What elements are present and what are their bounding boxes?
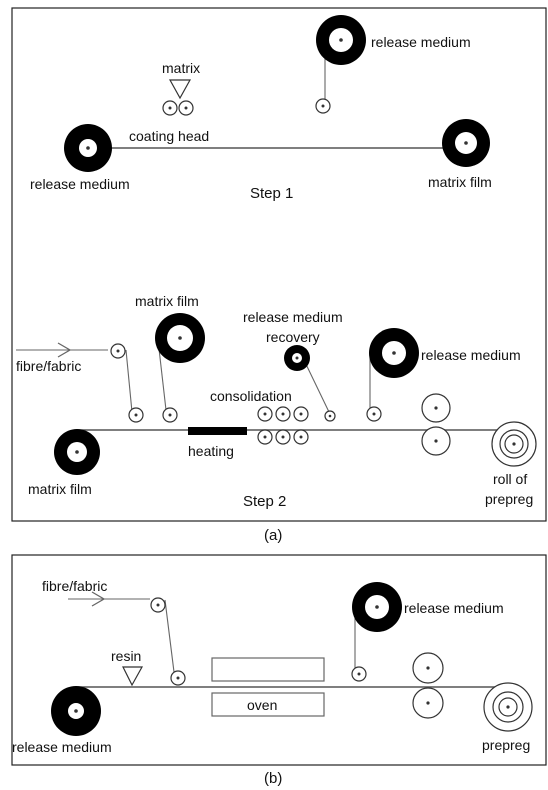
consolidation-rollers: [257, 406, 309, 445]
label-release-medium-top: release medium: [371, 34, 471, 50]
b-release-medium-roll-top: [352, 582, 402, 632]
step2-fibre-nip-roller: [128, 407, 144, 423]
b-prepreg-roll: [483, 682, 533, 732]
step1-guide-roller: [315, 98, 331, 114]
matrix-hopper-icon: [168, 79, 192, 100]
b-fibre-guide-roller: [150, 597, 166, 613]
label-matrix-film-bottom: matrix film: [28, 481, 92, 497]
step1-release-medium-roll-top: [316, 15, 366, 65]
label-prepreg-a: prepreg: [485, 491, 533, 507]
b-release-guide-roller: [351, 666, 367, 682]
oven-top: [211, 657, 325, 682]
label-matrix-film-top: matrix film: [135, 293, 199, 309]
step2-matrix-film-roll-bottom: [54, 429, 100, 475]
label-release-medium-b-top: release medium: [404, 600, 504, 616]
label-release-medium-step2: release medium: [421, 347, 521, 363]
panel-b-frame: [11, 554, 547, 766]
label-release-medium-recovery-1: release medium: [243, 309, 343, 325]
coating-head: [162, 79, 194, 116]
label-step1: Step 1: [250, 185, 293, 202]
label-consolidation: consolidation: [210, 388, 292, 404]
b-fibre-nip-roller: [170, 670, 186, 686]
step2-release-guide-roller: [366, 406, 382, 422]
b-fibre-drop-line: [164, 599, 175, 673]
label-resin: resin: [111, 648, 141, 664]
b-release-medium-roll-bottom: [51, 686, 101, 736]
fibre-drop-line: [125, 349, 133, 413]
caption-b: (b): [264, 770, 282, 787]
label-prepreg-b: prepreg: [482, 737, 530, 753]
label-step2: Step 2: [243, 493, 286, 510]
label-release-medium-recovery-2: recovery: [266, 329, 320, 345]
label-coating-head: coating head: [129, 128, 209, 144]
label-oven: oven: [247, 697, 277, 713]
label-fibre-fabric-b: fibre/fabric: [42, 578, 107, 594]
label-fibre-fabric-a: fibre/fabric: [16, 358, 81, 374]
label-release-medium-b-bottom: release medium: [12, 739, 112, 755]
step1-release-medium-roll-left: [64, 124, 112, 172]
step2-recovery-guide-roller: [324, 410, 336, 422]
label-matrix-film-step1: matrix film: [428, 174, 492, 190]
oven-bottom: [211, 692, 325, 717]
label-matrix: matrix: [162, 60, 200, 76]
step2-prepreg-roll: [491, 421, 537, 467]
step2-release-medium-roll: [369, 328, 419, 378]
recovery-line: [302, 357, 330, 413]
arrow-right-icon: [91, 591, 106, 607]
label-roll-of: roll of: [493, 471, 527, 487]
step2-matrix-film-guide-roller: [162, 407, 178, 423]
label-heating: heating: [188, 443, 234, 459]
heating-element: [188, 427, 247, 435]
step2-nip-rollers: [421, 393, 451, 456]
label-release-medium-left: release medium: [30, 176, 130, 192]
resin-hopper-icon: [122, 666, 144, 687]
step2-matrix-film-roll-top: [155, 313, 205, 363]
arrow-right-icon: [57, 342, 72, 358]
caption-a: (a): [264, 527, 282, 544]
step2-fibre-guide-roller: [110, 343, 126, 359]
panel-a-frame: [11, 7, 547, 522]
step1-matrix-film-roll: [442, 119, 490, 167]
step2-recovery-roll: [284, 345, 310, 371]
b-nip-rollers: [412, 652, 444, 719]
